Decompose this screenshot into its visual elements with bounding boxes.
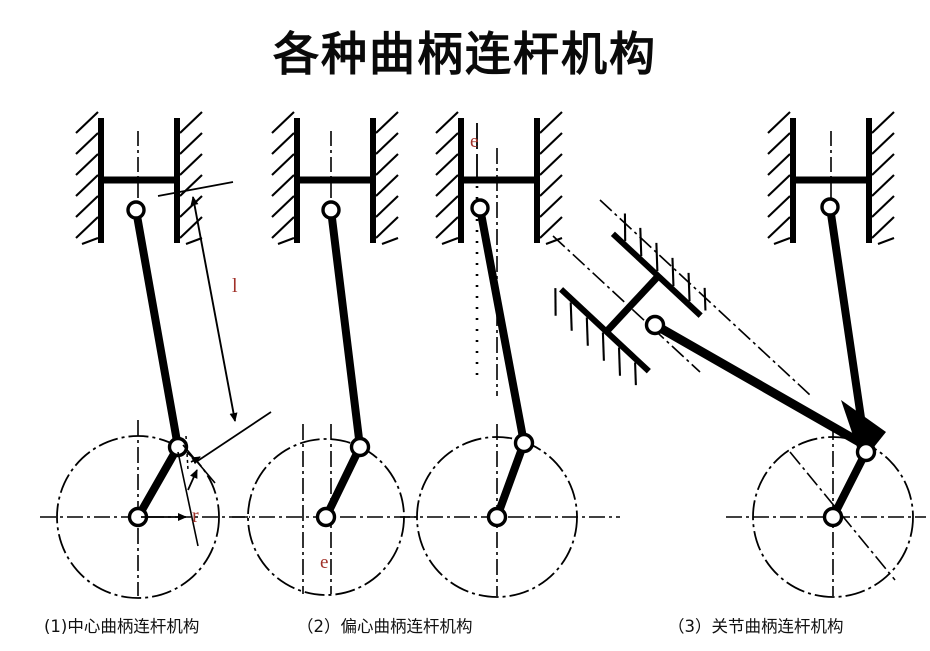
wrist-pin-3c bbox=[820, 197, 840, 217]
hatch-left-3b bbox=[554, 288, 637, 386]
master-rod-big-end bbox=[841, 400, 886, 462]
figure-3-articulated-crank: e bbox=[400, 111, 926, 598]
hatch-left-3c bbox=[767, 111, 791, 245]
hatch-left-1 bbox=[75, 111, 99, 245]
crank-center-pin-2 bbox=[315, 506, 337, 528]
piston-3b bbox=[603, 273, 661, 335]
connecting-rod-1 bbox=[132, 206, 182, 451]
dimension-rod-length bbox=[157, 181, 272, 463]
caption-figure-2: （2）偏心曲柄连杆机构 bbox=[297, 617, 473, 636]
wrist-pin-3a bbox=[470, 198, 490, 218]
label-crank-radius: r bbox=[192, 505, 199, 527]
crank-pin-3c bbox=[855, 441, 877, 463]
page-title: 各种曲柄连杆机构 bbox=[273, 27, 657, 81]
connecting-rod-2 bbox=[327, 206, 364, 451]
wrist-pin-2 bbox=[321, 200, 341, 220]
hatch-right-3c bbox=[871, 111, 895, 245]
caption-figure-1: (1)中心曲柄连杆机构 bbox=[44, 617, 200, 636]
label-eccentricity-top: e bbox=[470, 131, 478, 152]
wrist-pin-1 bbox=[126, 200, 146, 220]
label-eccentricity-bottom: e bbox=[320, 552, 328, 573]
crank-arm-3c bbox=[829, 448, 870, 521]
articulated-axis-3b bbox=[599, 199, 811, 396]
hatch-right-2 bbox=[375, 111, 399, 245]
figure-2-eccentric-crank: e bbox=[232, 111, 420, 596]
hatch-right-3b bbox=[623, 213, 707, 311]
label-rod-length: l bbox=[232, 275, 238, 297]
connecting-rod-3a bbox=[476, 204, 528, 447]
articulated-rod-3b bbox=[650, 320, 866, 448]
cylinder-3b-inclined bbox=[554, 213, 707, 386]
crank-arm-3a bbox=[493, 439, 528, 521]
cylinder-axis-3b bbox=[552, 235, 701, 373]
master-rod-3c bbox=[826, 203, 870, 456]
figure-1-central-crank: l r bbox=[40, 111, 272, 599]
crank-center-pin-3c bbox=[822, 506, 844, 528]
crank-pin-2 bbox=[349, 436, 371, 458]
crank-pin-3a bbox=[513, 432, 535, 454]
dimension-crank-radius bbox=[141, 435, 216, 547]
hatch-left-3a bbox=[435, 111, 459, 245]
caption-figure-3: （3）关节曲柄连杆机构 bbox=[668, 617, 844, 636]
crank-center-pin-3a bbox=[486, 506, 508, 528]
hatch-left-2 bbox=[271, 111, 295, 245]
crank-arm-1 bbox=[134, 443, 182, 521]
articulated-wrist-pin-3b bbox=[644, 314, 666, 336]
hatch-right-3a bbox=[539, 111, 563, 245]
